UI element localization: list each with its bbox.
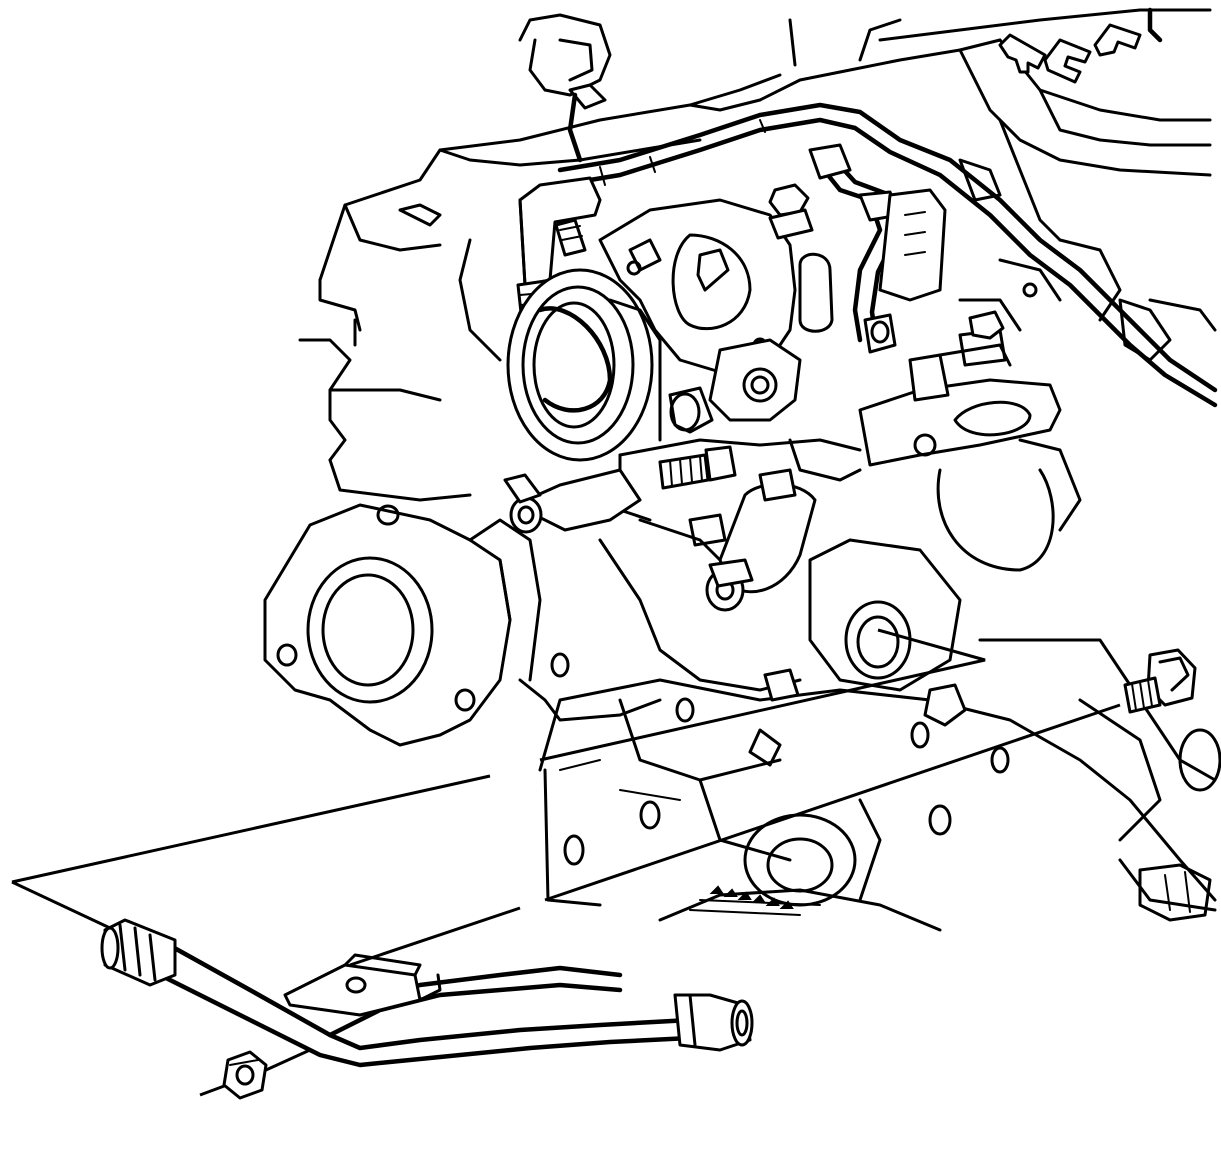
fuel-lines [557,102,1218,408]
throttle-body [506,183,862,522]
retaining-nut [222,1050,268,1100]
pipe-bracket-upper [858,310,1082,572]
coolant-bypass-pipe [100,918,754,1068]
engine-badge [998,7,1163,84]
intake-manifold [298,8,1217,502]
retaining-stud [1123,648,1197,714]
coolant-outlet [263,503,542,747]
engine-block [538,638,1221,932]
vacuum-hoses [798,143,947,354]
leader-lines [11,628,1121,1097]
belt-teeth [709,885,794,909]
pipe-end-left [100,918,177,987]
pipe-end-right [673,993,754,1052]
coolant-hoses [503,468,967,727]
